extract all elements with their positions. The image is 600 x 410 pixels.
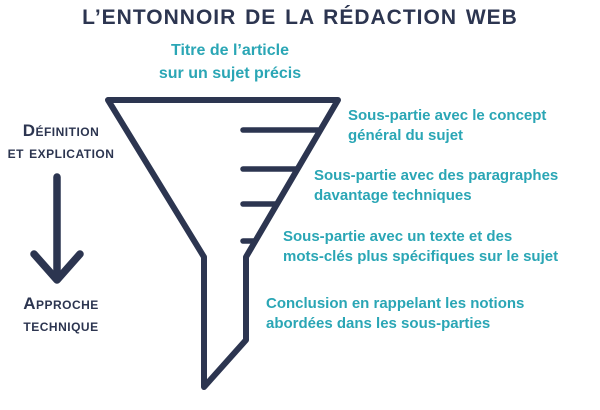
right-label-paragraphes: Sous-partie avec des paragraphes davanta… bbox=[314, 166, 558, 206]
left-label-definition-line1: Définition bbox=[22, 121, 100, 140]
right-label-concept-line2: général du sujet bbox=[348, 127, 464, 144]
page-title: L’ENTONNOIR DE LA RÉDACTION WEB bbox=[82, 6, 518, 29]
left-label-definition-line2: et explication bbox=[7, 143, 115, 162]
right-label-conclusion: Conclusion en rappelant les notions abor… bbox=[266, 294, 524, 334]
left-label-approche-line2: technique bbox=[23, 316, 99, 335]
right-label-concept-line1: Sous-partie avec le concept bbox=[348, 107, 547, 124]
down-arrow-icon bbox=[30, 173, 84, 284]
left-label-definition: Définition et explication bbox=[2, 120, 120, 164]
funnel-top-label-line1: Titre de l’article bbox=[171, 42, 289, 59]
right-label-conclusion-line1: Conclusion en rappelant les notions bbox=[266, 295, 525, 312]
right-label-concept: Sous-partie avec le concept général du s… bbox=[348, 106, 546, 146]
right-label-paragraphes-line1: Sous-partie avec des paragraphes bbox=[314, 167, 559, 184]
funnel-ticks bbox=[240, 127, 321, 244]
left-label-approche: Approche technique bbox=[2, 293, 120, 337]
right-label-paragraphes-line2: davantage techniques bbox=[314, 187, 472, 204]
left-label-approche-line1: Approche bbox=[23, 294, 99, 313]
funnel-top-label: Titre de l’article sur un sujet précis bbox=[105, 39, 355, 85]
right-label-mots-cles: Sous-partie avec un texte et des mots-cl… bbox=[283, 227, 558, 267]
funnel-icon bbox=[105, 97, 341, 390]
funnel-top-label-line2: sur un sujet précis bbox=[158, 65, 302, 82]
right-label-mots-cles-line2: mots-clés plus spécifiques sur le sujet bbox=[283, 248, 559, 265]
right-label-conclusion-line2: abordées dans les sous-parties bbox=[266, 315, 491, 332]
right-label-mots-cles-line1: Sous-partie avec un texte et des bbox=[283, 228, 513, 245]
